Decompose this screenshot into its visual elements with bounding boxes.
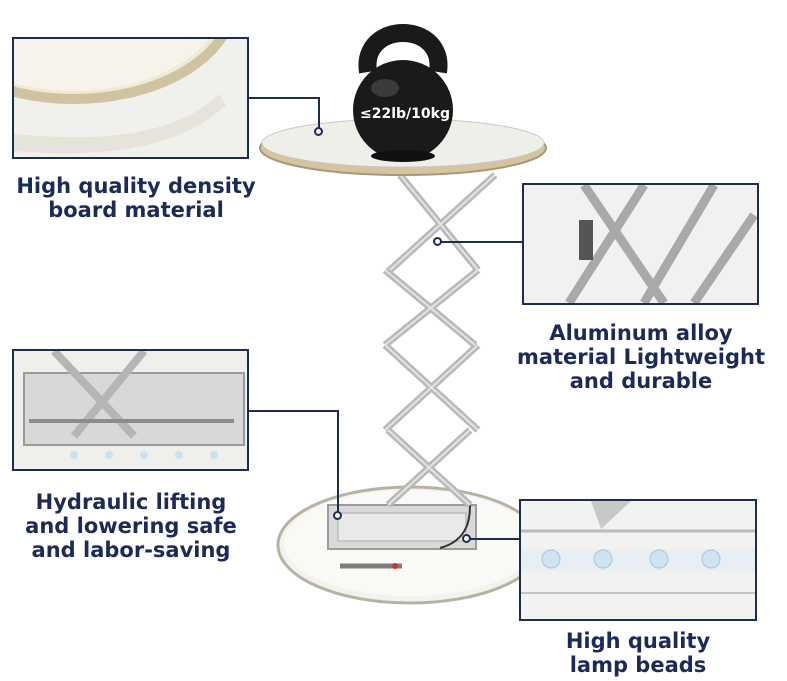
lamp-connector-dot bbox=[462, 534, 471, 543]
board-detail-frame bbox=[12, 37, 249, 159]
board-connector-v bbox=[318, 97, 320, 129]
hydraulic-label: Hydraulic lifting and lowering safe and … bbox=[0, 490, 262, 562]
kettlebell-weight-label: ≤22lb/10kg bbox=[360, 106, 450, 122]
board-detail-image bbox=[14, 39, 247, 157]
lamp-label-line2: lamp beads bbox=[569, 653, 707, 677]
aluminum-detail-frame bbox=[522, 183, 759, 305]
aluminum-label-line3: and durable bbox=[569, 369, 713, 393]
kettlebell bbox=[353, 24, 453, 162]
board-connector-h bbox=[249, 97, 319, 99]
aluminum-label-line2: material Lightweight bbox=[516, 345, 766, 369]
aluminum-connector-dot bbox=[433, 237, 442, 246]
lamp-label: High quality lamp beads bbox=[519, 629, 757, 677]
lamp-label-line1: High quality bbox=[565, 629, 711, 653]
hydraulic-detail-image bbox=[14, 351, 247, 469]
hydraulic-label-line2: and lowering safe bbox=[25, 514, 237, 538]
board-label-line2: board material bbox=[48, 198, 224, 222]
aluminum-label-line1: Aluminum alloy bbox=[549, 321, 733, 345]
lamp-detail-image bbox=[521, 501, 755, 619]
aluminum-connector bbox=[440, 241, 522, 243]
hydraulic-label-line3: and labor-saving bbox=[31, 538, 231, 562]
board-connector-dot bbox=[314, 127, 323, 136]
hydraulic-connector-dot bbox=[333, 511, 342, 520]
hydraulic-connector-v bbox=[337, 410, 339, 515]
aluminum-detail-image bbox=[524, 185, 757, 303]
aluminum-label: Aluminum alloy material Lightweight and … bbox=[496, 321, 786, 393]
board-label-line1: High quality density bbox=[16, 174, 256, 198]
lamp-connector bbox=[467, 538, 519, 540]
lamp-detail-frame bbox=[519, 499, 757, 621]
hydraulic-label-line1: Hydraulic lifting bbox=[35, 490, 227, 514]
board-material-label: High quality density board material bbox=[0, 174, 272, 222]
hydraulic-connector-h bbox=[249, 410, 339, 412]
hydraulic-detail-frame bbox=[12, 349, 249, 471]
